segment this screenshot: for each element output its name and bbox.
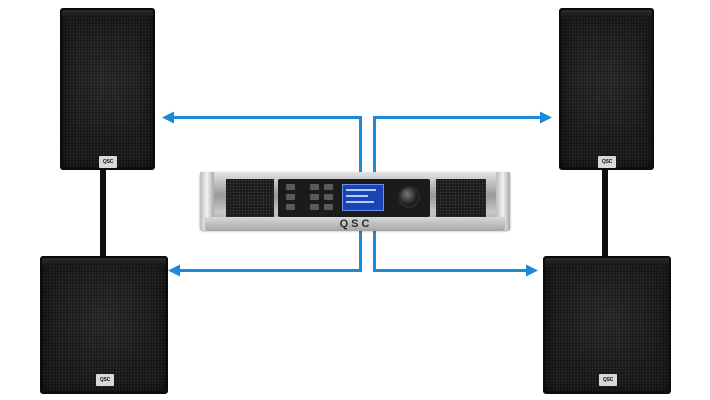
- brand-logo: QSC: [99, 156, 117, 168]
- panel-button: [310, 184, 319, 190]
- brand-logo: QSC: [598, 156, 616, 168]
- amplifier-trim: [205, 217, 505, 231]
- rack-ear-right: [496, 172, 510, 230]
- lcd-screen: [342, 184, 384, 211]
- vent-grille-left: [226, 179, 274, 219]
- arrow-head-icon: [168, 264, 180, 277]
- cabinet-edge: [561, 10, 652, 18]
- arrow-head-icon: [526, 264, 538, 277]
- panel-button: [286, 204, 295, 210]
- panel-button: [324, 194, 333, 200]
- cabinet-edge: [42, 258, 166, 266]
- panel-button: [310, 204, 319, 210]
- speaker-pole-right: [602, 170, 608, 256]
- connection-line: [359, 228, 362, 272]
- speaker-top-left: QSC: [60, 8, 155, 170]
- panel-button: [286, 194, 295, 200]
- arrow-head-icon: [540, 111, 552, 124]
- panel-button: [286, 184, 295, 190]
- rack-ear-left: [200, 172, 214, 230]
- panel-button: [324, 204, 333, 210]
- connection-line: [373, 116, 549, 119]
- screen-line: [346, 201, 374, 203]
- speaker-top-right: QSC: [559, 8, 654, 170]
- screen-line: [346, 195, 368, 197]
- subwoofer-bottom-left: QSC: [40, 256, 168, 394]
- connection-line: [359, 116, 362, 176]
- connection-line: [373, 116, 376, 176]
- panel-button: [324, 184, 333, 190]
- brand-logo: QSC: [599, 374, 617, 386]
- subwoofer-bottom-right: QSC: [543, 256, 671, 394]
- panel-button: [310, 194, 319, 200]
- connection-line: [373, 269, 533, 272]
- speaker-pole-left: [100, 170, 106, 256]
- cabinet-edge: [62, 10, 153, 18]
- connection-line: [178, 269, 362, 272]
- connection-line: [172, 116, 362, 119]
- amplifier-brand-label: QSC: [339, 218, 373, 230]
- connection-line: [373, 228, 376, 272]
- brand-logo: QSC: [96, 374, 114, 386]
- cabinet-edge: [545, 258, 669, 266]
- vent-grille-right: [436, 179, 486, 219]
- arrow-head-icon: [162, 111, 174, 124]
- rotary-knob: [400, 188, 418, 206]
- screen-line: [346, 189, 376, 191]
